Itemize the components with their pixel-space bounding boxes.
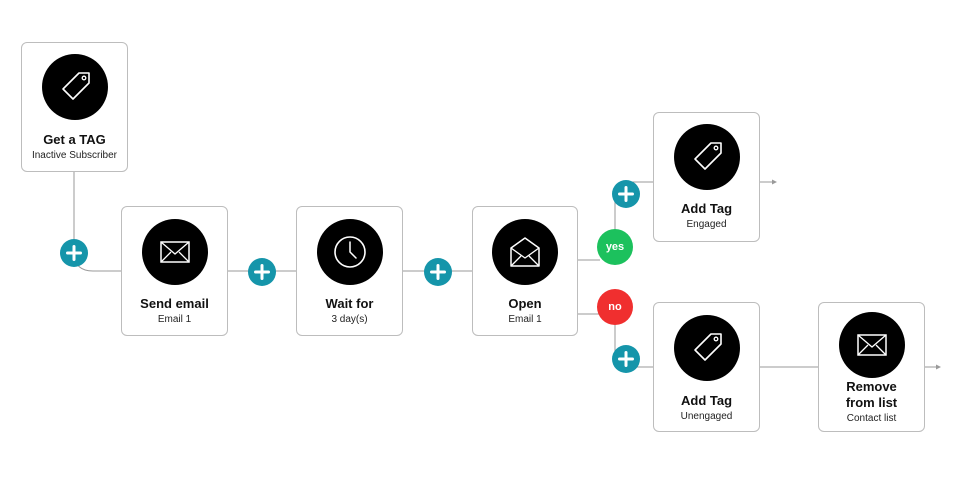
node-title: Send email <box>140 296 209 311</box>
add-step-button[interactable] <box>60 239 88 267</box>
no-branch-badge: no <box>597 289 633 325</box>
open-envelope-icon <box>492 219 558 285</box>
node-subtitle: Email 1 <box>508 314 542 325</box>
node-title: Add Tag <box>680 201 733 216</box>
plus-icon <box>66 245 82 261</box>
add-tag-engaged-node[interactable]: Add Tag Engaged <box>653 112 760 242</box>
add-step-button[interactable] <box>248 258 276 286</box>
tag-icon <box>673 124 740 190</box>
clock-icon <box>316 219 383 285</box>
plus-icon <box>618 186 634 202</box>
node-title: Add Tag <box>680 393 733 408</box>
arrowhead <box>936 364 941 370</box>
node-subtitle: Unengaged <box>680 411 733 422</box>
tag-icon <box>41 54 108 120</box>
wait-for-node[interactable]: Wait for 3 day(s) <box>296 206 403 336</box>
arrowhead <box>772 179 777 185</box>
trigger-get-tag-node[interactable]: Get a TAG Inactive Subscriber <box>21 42 128 172</box>
tag-icon <box>673 315 740 381</box>
node-subtitle: Email 1 <box>157 314 192 325</box>
node-subtitle: Engaged <box>686 219 727 230</box>
plus-icon <box>254 264 270 280</box>
plus-icon <box>618 351 634 367</box>
node-subtitle: 3 day(s) <box>331 314 368 325</box>
envelope-icon <box>838 312 905 378</box>
add-step-button[interactable] <box>612 180 640 208</box>
envelope-icon <box>141 219 208 285</box>
plus-icon <box>430 264 446 280</box>
yes-branch-badge: yes <box>597 229 633 265</box>
node-subtitle: Inactive Subscriber <box>31 150 118 161</box>
add-step-button[interactable] <box>612 345 640 373</box>
remove-from-list-node[interactable]: Remove from list Contact list <box>818 302 925 432</box>
node-title: Remove from list <box>845 379 898 410</box>
node-subtitle: Contact list <box>846 413 897 424</box>
send-email-node[interactable]: Send email Email 1 <box>121 206 228 336</box>
open-condition-node[interactable]: Open Email 1 <box>472 206 578 336</box>
node-title: Get a TAG <box>43 132 106 147</box>
add-step-button[interactable] <box>424 258 452 286</box>
node-title: Open <box>508 296 542 311</box>
add-tag-unengaged-node[interactable]: Add Tag Unengaged <box>653 302 760 432</box>
node-title: Wait for <box>325 296 374 311</box>
